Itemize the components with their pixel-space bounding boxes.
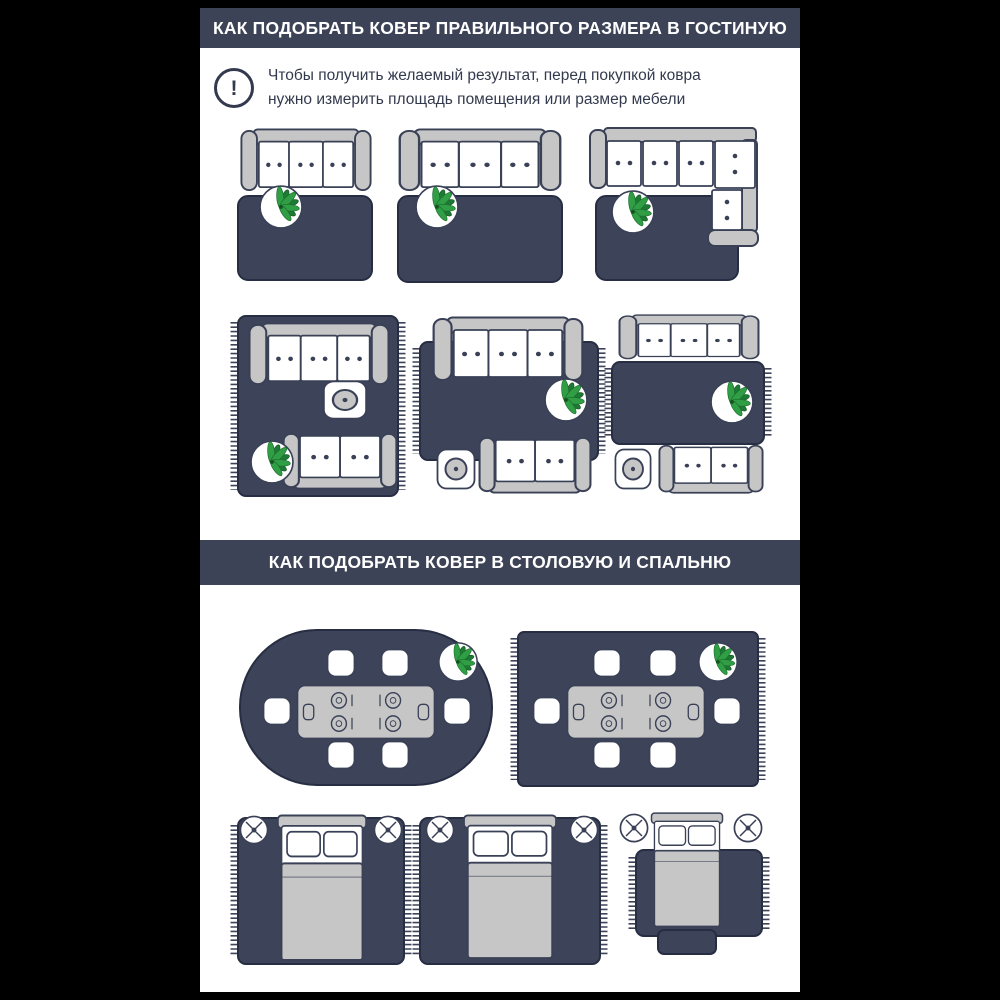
nightstand-icon xyxy=(733,813,763,843)
diagram-dining-oval-rug xyxy=(239,629,493,786)
warning-glyph: ! xyxy=(230,76,238,100)
nightstand-icon xyxy=(569,815,599,845)
plant-icon xyxy=(710,380,754,424)
diagram-two-sofas-large-rug xyxy=(230,315,406,497)
exclamation-circle-icon: ! xyxy=(214,68,254,109)
chair-icon xyxy=(380,648,410,678)
chair-icon xyxy=(326,740,356,770)
nightstand-icon xyxy=(425,815,455,845)
sofa-icon xyxy=(282,432,398,490)
warning-text: Чтобы получить желаемый результат, перед… xyxy=(268,64,701,112)
diagram-sofas-off-small-rug xyxy=(604,314,772,494)
diagram-bed-runner-rug xyxy=(619,812,770,955)
dining-table-icon xyxy=(566,684,706,740)
sofa-icon xyxy=(432,316,584,382)
coffee-table-icon xyxy=(322,380,368,420)
diagram-dining-rect-rug xyxy=(510,631,766,787)
warning-note: ! Чтобы получить желаемый результат, пер… xyxy=(214,64,786,112)
nightstand-icon xyxy=(619,813,649,843)
living-room-diagrams xyxy=(230,127,772,497)
diagram-bed-wide-rug xyxy=(412,814,608,965)
bed-icon xyxy=(276,814,368,962)
bench xyxy=(657,929,717,955)
sofa-icon xyxy=(478,436,592,494)
nightstand-icon xyxy=(239,815,269,845)
chair-icon xyxy=(648,648,678,678)
section-title-dining-bedroom: КАК ПОДОБРАТЬ КОВЕР В СТОЛОВУЮ И СПАЛЬНЮ xyxy=(200,540,800,585)
sofa-icon xyxy=(398,128,562,192)
warning-line-2: нужно измерить площадь помещения или раз… xyxy=(268,91,686,109)
diagram-sofa-wider-rug xyxy=(397,128,563,283)
nightstand-icon xyxy=(373,815,403,845)
rug xyxy=(237,195,373,281)
sofa-icon xyxy=(658,444,764,494)
plant-icon xyxy=(544,378,588,422)
content-column: КАК ПОДОБРАТЬ КОВЕР ПРАВИЛЬНОГО РАЗМЕРА … xyxy=(200,8,800,992)
bedroom-diagrams xyxy=(230,812,770,965)
bed-icon xyxy=(462,814,558,960)
chair-icon xyxy=(712,696,742,726)
warning-line-1: Чтобы получить желаемый результат, перед… xyxy=(268,67,701,84)
chair-icon xyxy=(442,696,472,726)
plant-icon xyxy=(250,440,294,484)
sofa-icon xyxy=(618,314,760,360)
diagram-sofa-small-rug xyxy=(237,128,373,281)
dining-table-icon xyxy=(296,684,436,740)
plant-icon xyxy=(438,642,478,682)
section-title-living-room: КАК ПОДОБРАТЬ КОВЕР ПРАВИЛЬНОГО РАЗМЕРА … xyxy=(200,8,800,48)
plant-icon xyxy=(259,185,303,229)
diagram-bed-full-rug xyxy=(230,814,412,965)
diagram-corner-sofa-rug xyxy=(589,127,759,281)
chair-icon xyxy=(648,740,678,770)
side-table-icon xyxy=(436,448,476,490)
side-table-icon xyxy=(614,448,652,490)
dining-room-diagrams xyxy=(239,629,766,787)
plant-icon xyxy=(611,190,655,234)
sofa-icon xyxy=(240,128,372,192)
chair-icon xyxy=(262,696,292,726)
chair-icon xyxy=(380,740,410,770)
chair-icon xyxy=(326,648,356,678)
corner-sofa-icon xyxy=(589,127,759,247)
plant-icon xyxy=(698,642,738,682)
sofa-icon xyxy=(248,322,390,386)
chair-icon xyxy=(532,696,562,726)
diagram-sofas-partially-on-rug xyxy=(412,316,606,494)
plant-icon xyxy=(415,185,459,229)
chair-icon xyxy=(592,648,622,678)
bed-icon xyxy=(650,812,724,928)
chair-icon xyxy=(592,740,622,770)
